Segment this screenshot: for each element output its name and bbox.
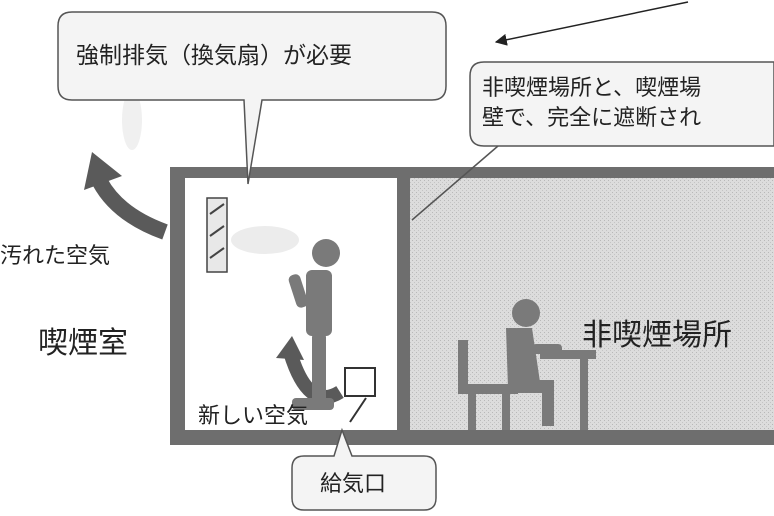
left-wall xyxy=(170,167,185,445)
ceiling-wall xyxy=(170,167,774,178)
smoke-plume xyxy=(122,90,142,150)
air-inlet-box xyxy=(344,367,376,397)
dirty-air-label: 汚れた空気 xyxy=(0,244,111,269)
partition-text-line2: 壁で、完全に遮断され xyxy=(482,106,702,131)
air-inlet-callout xyxy=(291,427,437,511)
non-smoking-area xyxy=(410,178,774,440)
exhaust-fan-icon xyxy=(206,197,228,273)
non-smoking-area-label: 非喫煙場所 xyxy=(582,318,732,353)
exhaust-arrowhead xyxy=(84,152,122,190)
exhaust-arrow xyxy=(92,177,168,240)
pointer-arrow xyxy=(494,1,689,46)
fresh-air-arrow xyxy=(283,349,344,404)
smoke-cloud xyxy=(231,226,299,254)
air-inlet-text: 給気口 xyxy=(320,472,387,497)
forced-exhaust-text: 強制排気（換気扇）が必要 xyxy=(76,43,352,69)
floor-wall xyxy=(170,430,774,445)
partition-callout xyxy=(469,61,774,147)
partition-wall xyxy=(397,167,410,445)
smoking-room-label: 喫煙室 xyxy=(38,326,128,361)
seated-person-figure xyxy=(458,299,596,430)
forced-exhaust-callout xyxy=(57,11,447,185)
standing-smoker-figure xyxy=(288,239,340,410)
fresh-air-label: 新しい空気 xyxy=(198,404,309,429)
partition-text-line1: 非喫煙場所と、喫煙場 xyxy=(482,76,702,101)
